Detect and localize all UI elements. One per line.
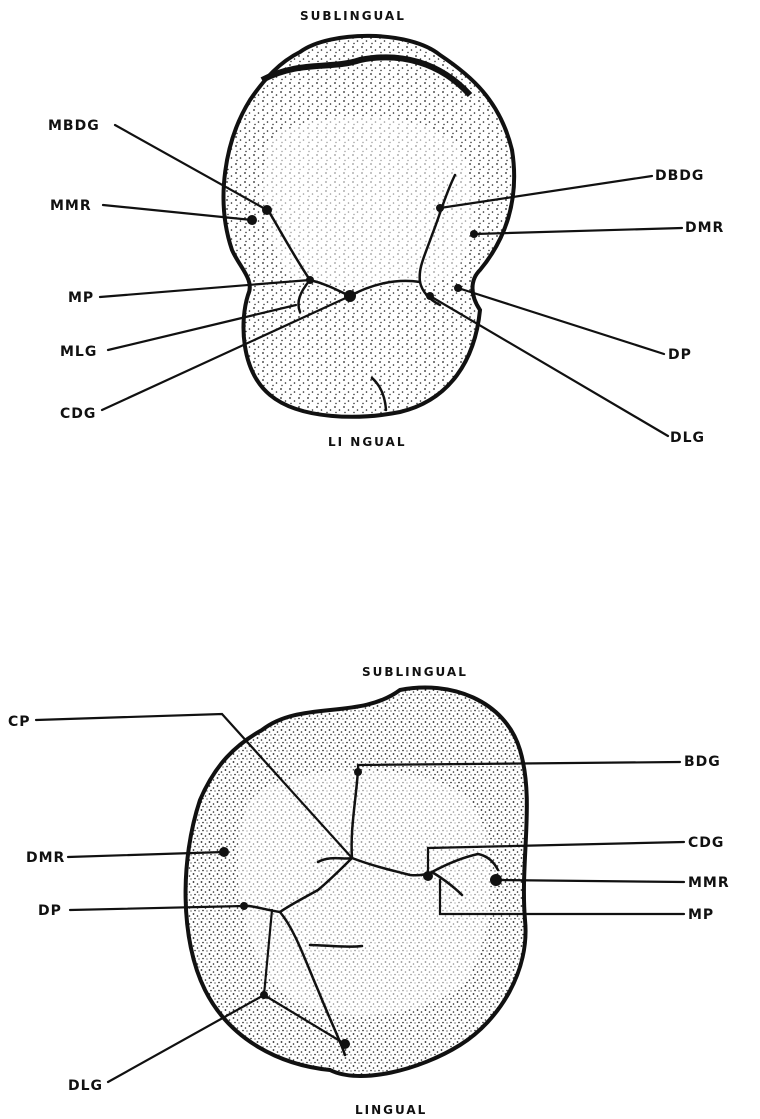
tooth-2-title-bottom: LINGUAL xyxy=(355,1103,427,1117)
tooth-2-label-dlg: DLG xyxy=(68,1078,103,1094)
tooth-1-title-top: SUBLINGUAL xyxy=(300,9,406,23)
tooth-2-title-top: SUBLINGUAL xyxy=(362,665,468,679)
tooth-2-figure: SUBLINGUAL CP BDG CDG MMR xyxy=(8,665,730,1117)
tooth-1-label-mbdg: MBDG xyxy=(48,118,100,134)
tooth-1-label-dlg: DLG xyxy=(670,430,705,446)
tooth-1-leader-dp xyxy=(458,288,664,354)
tooth-2-label-dmr: DMR xyxy=(26,850,65,866)
tooth-2-label-dp: DP xyxy=(38,903,62,919)
tooth-2-label-bdg: BDG xyxy=(684,754,721,770)
tooth-1-figure: SUBLINGUAL MBDG MMR MP MLG xyxy=(48,9,724,449)
tooth-1-label-dbdg: DBDG xyxy=(655,168,704,184)
tooth-2-label-mmr: MMR xyxy=(688,875,730,891)
tooth-1-occlusal-table xyxy=(263,117,473,286)
tooth-1-label-mmr: MMR xyxy=(50,198,92,214)
tooth-1-label-dp: DP xyxy=(668,347,692,363)
tooth-2-label-cp: CP xyxy=(8,714,31,730)
tooth-1-label-dmr: DMR xyxy=(685,220,724,236)
tooth-2-label-cdg: CDG xyxy=(688,835,724,851)
tooth-1-label-cdg: CDG xyxy=(60,406,96,422)
tooth-2-occlusal-table xyxy=(238,770,491,1015)
tooth-1-title-bottom: LI NGUAL xyxy=(328,435,407,449)
tooth-1-label-mp: MP xyxy=(68,290,94,306)
tooth-1-label-mlg: MLG xyxy=(60,344,97,360)
tooth-2-label-mp: MP xyxy=(688,907,714,923)
